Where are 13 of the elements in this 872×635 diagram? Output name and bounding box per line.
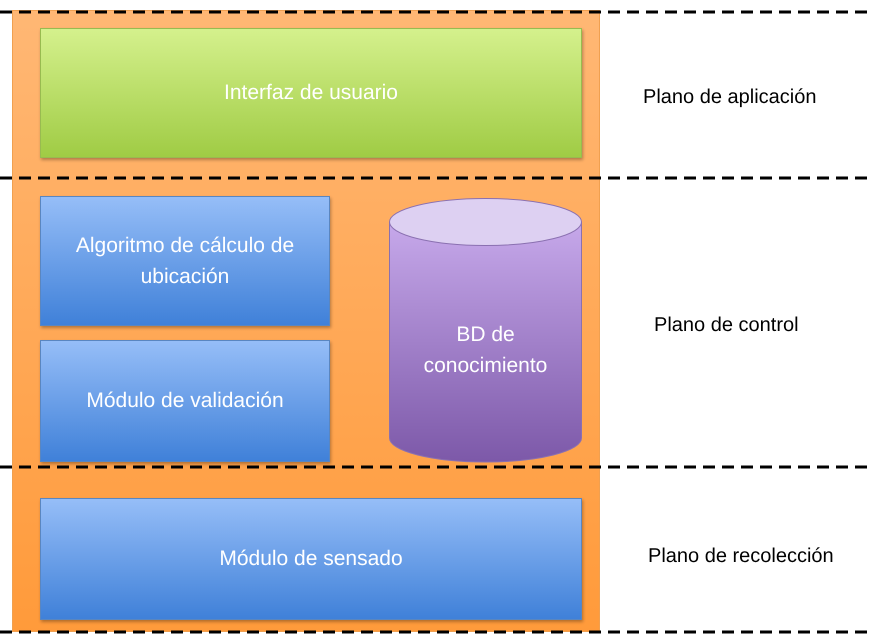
process-box: [40, 498, 582, 620]
box-label: Algoritmo de cálculo de ubicación: [74, 232, 296, 290]
process-box: [40, 340, 330, 462]
process-box: [40, 28, 582, 158]
layer-label: Plano de control: [654, 314, 799, 337]
process-box: [40, 196, 330, 326]
box-label: Módulo de validación: [86, 388, 284, 414]
box-label: Módulo de sensado: [219, 546, 403, 572]
layer-label: Plano de recolección: [648, 545, 834, 568]
box-label: Interfaz de usuario: [224, 80, 398, 106]
layer-panel: [12, 10, 600, 632]
layer-label: Plano de aplicación: [643, 86, 816, 109]
box-label: BD de conocimiento: [422, 322, 548, 379]
